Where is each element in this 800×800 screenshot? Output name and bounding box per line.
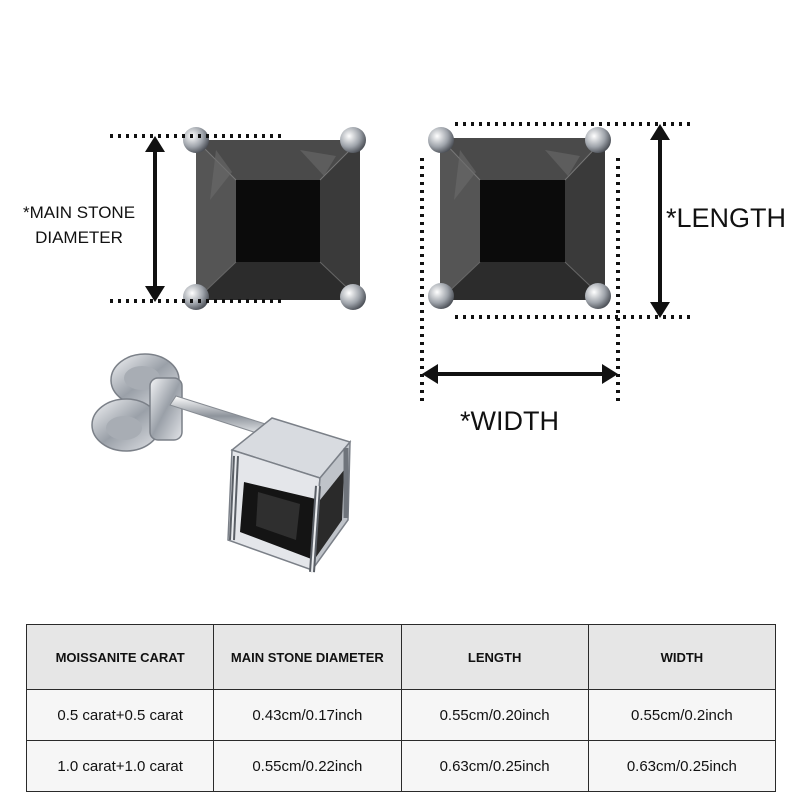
- main-stone-diameter-label: *MAIN STONE DIAMETER: [0, 200, 158, 250]
- cell-width: 0.63cm/0.25inch: [587, 740, 777, 792]
- header-length: LENGTH: [400, 624, 589, 690]
- cell-length: 0.63cm/0.25inch: [400, 740, 589, 792]
- cell-diameter: 0.55cm/0.22inch: [213, 740, 402, 792]
- main-stone-label-line1: *MAIN STONE: [22, 203, 136, 222]
- cell-diameter: 0.43cm/0.17inch: [213, 689, 402, 741]
- length-label: *LENGTH: [666, 203, 787, 233]
- earring-front-left: [183, 127, 366, 310]
- header-width: WIDTH: [587, 624, 777, 690]
- product-diagram: *MAIN STONE DIAMETER *LENGTH *WIDTH: [0, 122, 787, 573]
- size-spec-table: MOISSANITE CARAT MAIN STONE DIAMETER LEN…: [25, 624, 777, 792]
- width-label: *WIDTH: [460, 406, 559, 436]
- header-moissanite-carat: MOISSANITE CARAT: [25, 624, 215, 690]
- earring-side-view: [91, 353, 352, 573]
- earring-front-right: [428, 127, 611, 309]
- cell-carat: 1.0 carat+1.0 carat: [25, 740, 215, 792]
- header-main-stone-diameter: MAIN STONE DIAMETER: [213, 624, 402, 690]
- table-row: 1.0 carat+1.0 carat 0.55cm/0.22inch 0.63…: [25, 740, 777, 792]
- width-marker: [420, 158, 620, 405]
- length-marker: [455, 122, 690, 319]
- table-row: 0.5 carat+0.5 carat 0.43cm/0.17inch 0.55…: [25, 689, 777, 741]
- diagram-svg: [91, 122, 690, 573]
- main-stone-diameter-marker: [110, 134, 285, 303]
- main-stone-label-line2: DIAMETER: [35, 228, 123, 247]
- cell-carat: 0.5 carat+0.5 carat: [25, 689, 215, 741]
- cell-length: 0.55cm/0.20inch: [400, 689, 589, 741]
- table-header-row: MOISSANITE CARAT MAIN STONE DIAMETER LEN…: [25, 624, 777, 690]
- cell-width: 0.55cm/0.2inch: [587, 689, 777, 741]
